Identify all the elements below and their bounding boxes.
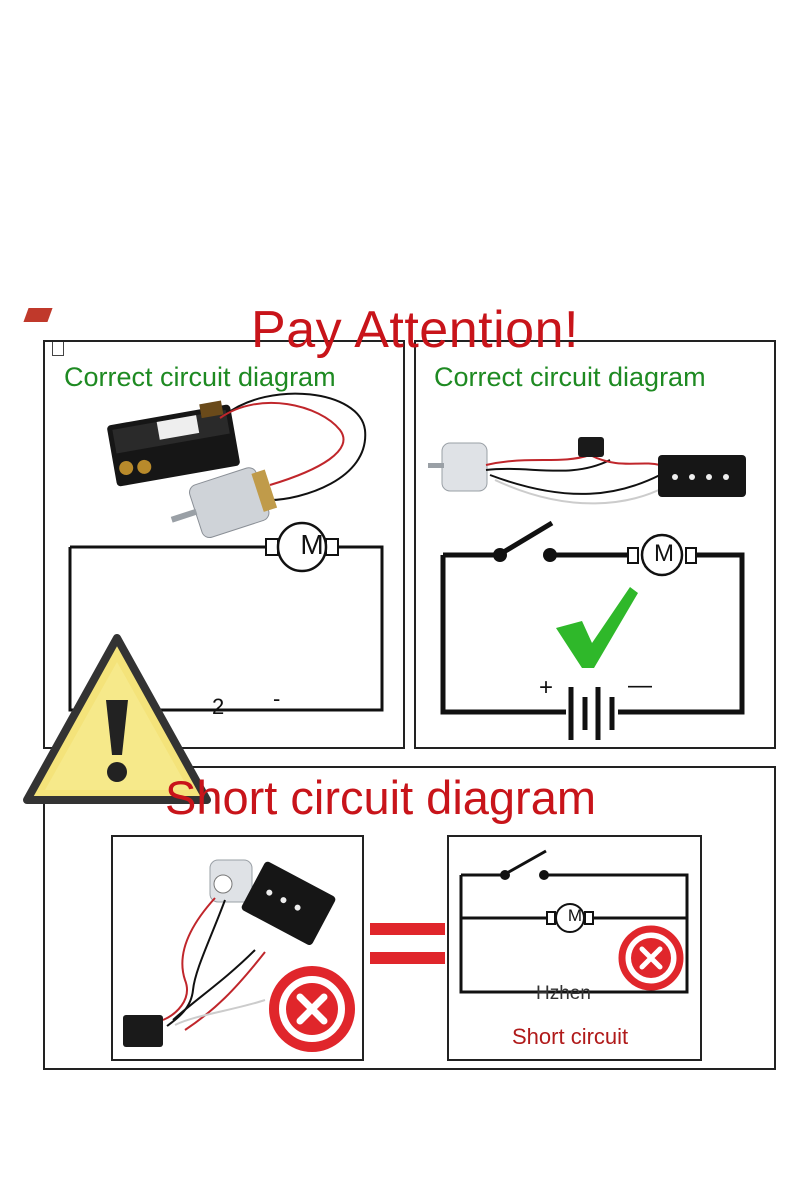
right-panel-heading: Correct circuit diagram	[434, 362, 706, 392]
left-photo-battery-motor	[107, 392, 367, 539]
short-circuit-caption: Short circuit	[512, 1024, 629, 1049]
short-motor-label: M	[567, 906, 583, 925]
short-circuit-panel	[43, 766, 776, 1070]
left-note-sign: -	[273, 686, 281, 711]
battery-plus-label: +	[539, 674, 554, 701]
short-photo-wiring	[123, 859, 336, 1047]
equals-sign-lower	[370, 952, 445, 964]
left-correct-panel	[43, 340, 405, 749]
watermark-text: Hzhen	[536, 983, 591, 1004]
right-correct-panel	[414, 340, 776, 749]
warning-triangle-icon	[23, 634, 211, 804]
left-note-number: 2	[212, 694, 225, 719]
short-cross-circle-icon	[618, 925, 684, 991]
left-circuit-schematic	[68, 521, 384, 712]
left-motor-label: M	[300, 529, 324, 560]
short-circuit-heading: Short circuit diagram	[165, 771, 596, 824]
checkmark-icon	[556, 587, 638, 668]
right-circuit-schematic	[440, 520, 745, 740]
cross-circle-icon	[269, 966, 355, 1052]
left-panel-heading: Correct circuit diagram	[64, 362, 336, 392]
page-title: Pay Attention!	[251, 301, 579, 359]
right-photo-motor-switch-battery	[428, 437, 746, 505]
right-motor-label: M	[654, 540, 674, 567]
equals-sign	[370, 923, 445, 935]
short-circuit-schematic	[459, 849, 689, 994]
battery-minus-label: —	[628, 672, 652, 699]
